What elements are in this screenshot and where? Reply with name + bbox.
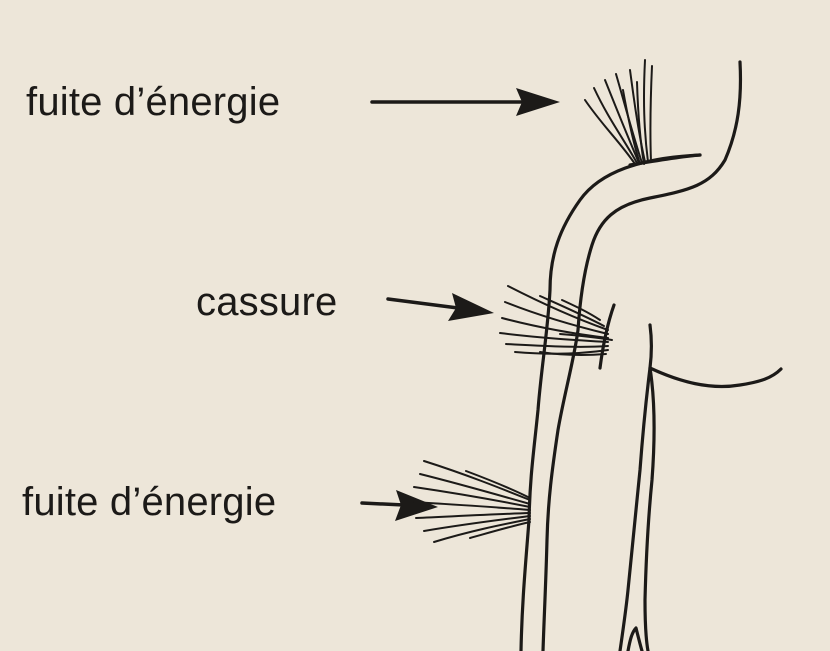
channel-outer-wall (519, 153, 702, 651)
arrow-top (370, 88, 560, 116)
side-tube-upper (648, 323, 783, 389)
label-break: cassure (196, 280, 338, 324)
arrow-middle (386, 293, 494, 321)
fibre-brush-bottom (413, 460, 531, 543)
side-tube-far (643, 366, 656, 651)
arrow-bottom (360, 490, 438, 521)
label-energy-leak-bottom: fuite d’énergie (22, 480, 277, 524)
fibre-brush-top (584, 59, 653, 165)
label-energy-leak-top: fuite d’énergie (26, 80, 281, 124)
side-tube-lower (618, 366, 652, 651)
channel-outline (519, 60, 783, 651)
fibre-brush-break (499, 285, 613, 357)
fork-bottom (626, 626, 644, 651)
channel-inner-wall (541, 60, 743, 651)
channel-top-cap (628, 153, 702, 167)
